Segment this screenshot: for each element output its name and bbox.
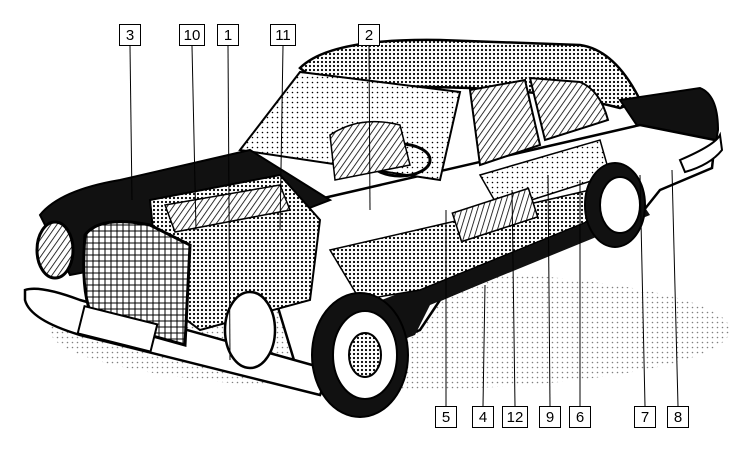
callout-6: 6 (569, 406, 591, 428)
callout-8: 8 (667, 406, 689, 428)
callout-7: 7 (634, 406, 656, 428)
rear-wheel-rim (599, 176, 641, 234)
callout-4: 4 (472, 406, 494, 428)
license-plate (76, 305, 159, 353)
callout-10: 10 (179, 24, 205, 46)
callout-9: 9 (539, 406, 561, 428)
leader-lines (129, 45, 679, 407)
headlight (35, 220, 75, 280)
callout-5: 5 (435, 406, 457, 428)
front-brake-drum (348, 332, 382, 378)
rear-window (528, 76, 610, 142)
callout-3: 3 (119, 24, 141, 46)
fuel-tank (451, 187, 539, 243)
rear-door-window (468, 78, 542, 167)
callout-12: 12 (502, 406, 528, 428)
rear-bumper (678, 131, 724, 174)
callout-1: 1 (217, 24, 239, 46)
callout-11: 11 (270, 24, 296, 46)
front-hub-left (223, 290, 277, 370)
callout-2: 2 (358, 24, 380, 46)
rocker-panel (330, 200, 650, 365)
chassis-floor (328, 189, 643, 301)
